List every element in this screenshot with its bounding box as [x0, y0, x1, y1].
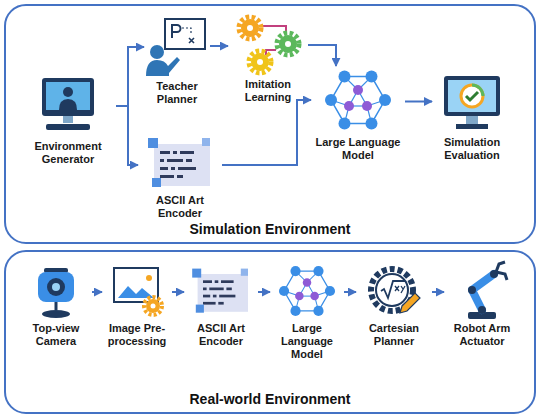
component-label: Teacher Planner — [144, 80, 210, 106]
environment-panel: Real-world Environment Top-view Camera Ima… — [4, 250, 536, 414]
component-node: Robot Arm Actuator — [444, 264, 520, 348]
flow-arrow — [92, 291, 102, 293]
component-node: Simulation Evaluation — [432, 72, 512, 162]
component-label: Imitation Learning — [228, 78, 308, 104]
component-node: Imitation Learning — [228, 14, 308, 104]
flow-arrow — [308, 45, 336, 66]
flow-arrow — [210, 45, 228, 47]
ascii-encoder-icon — [192, 269, 248, 313]
component-node: Image Pre-processing — [102, 264, 172, 348]
component-label: Image Pre-processing — [102, 322, 172, 348]
component-label: Robot Arm Actuator — [444, 322, 520, 348]
component-node: ASCII Art Encoder — [184, 264, 258, 348]
panel-heading: Real-world Environment — [6, 391, 534, 407]
simulation-evaluation-icon — [444, 76, 500, 129]
component-label: ASCII Art Encoder — [138, 194, 222, 220]
component-node: Large Language Model — [311, 66, 405, 162]
environment-panel: Simulation Environment Environment Genera… — [4, 4, 536, 244]
teacher-planner-icon — [146, 19, 205, 76]
component-node: Environment Generator — [20, 74, 116, 166]
flow-arrow — [172, 291, 184, 293]
component-node: Top-view Camera — [20, 264, 92, 348]
llm-icon — [325, 71, 391, 130]
flow-arrow — [222, 100, 311, 165]
component-label: ASCII Art Encoder — [184, 322, 258, 348]
flow-arrow — [432, 291, 444, 293]
flow-arrow — [405, 101, 432, 103]
component-node: Large Language Model — [270, 264, 344, 361]
component-label: Top-view Camera — [20, 322, 92, 348]
environment-generator-icon — [42, 78, 94, 130]
component-node: Cartesian Planner — [356, 264, 432, 348]
component-label: Large Language Model — [311, 136, 405, 162]
flow-arrow — [116, 106, 138, 165]
component-label: Cartesian Planner — [356, 322, 432, 348]
component-node: Teacher Planner — [144, 16, 210, 106]
panel-heading: Simulation Environment — [6, 221, 534, 237]
component-label: Environment Generator — [20, 140, 116, 166]
camera-icon — [38, 268, 74, 318]
component-node: ASCII Art Encoder — [138, 138, 222, 220]
flow-arrow — [116, 47, 144, 106]
flow-arrow — [258, 291, 270, 293]
llm-icon — [279, 266, 335, 316]
imitation-learning-icon — [239, 17, 299, 73]
cartesian-planner-icon — [371, 269, 420, 313]
component-label: Large Language Model — [270, 322, 344, 361]
flow-arrow — [344, 291, 356, 293]
ascii-encoder-icon — [148, 138, 210, 187]
robot-arm-icon — [468, 262, 507, 319]
image-preprocessing-icon — [114, 268, 162, 315]
component-label: Simulation Evaluation — [432, 136, 512, 162]
